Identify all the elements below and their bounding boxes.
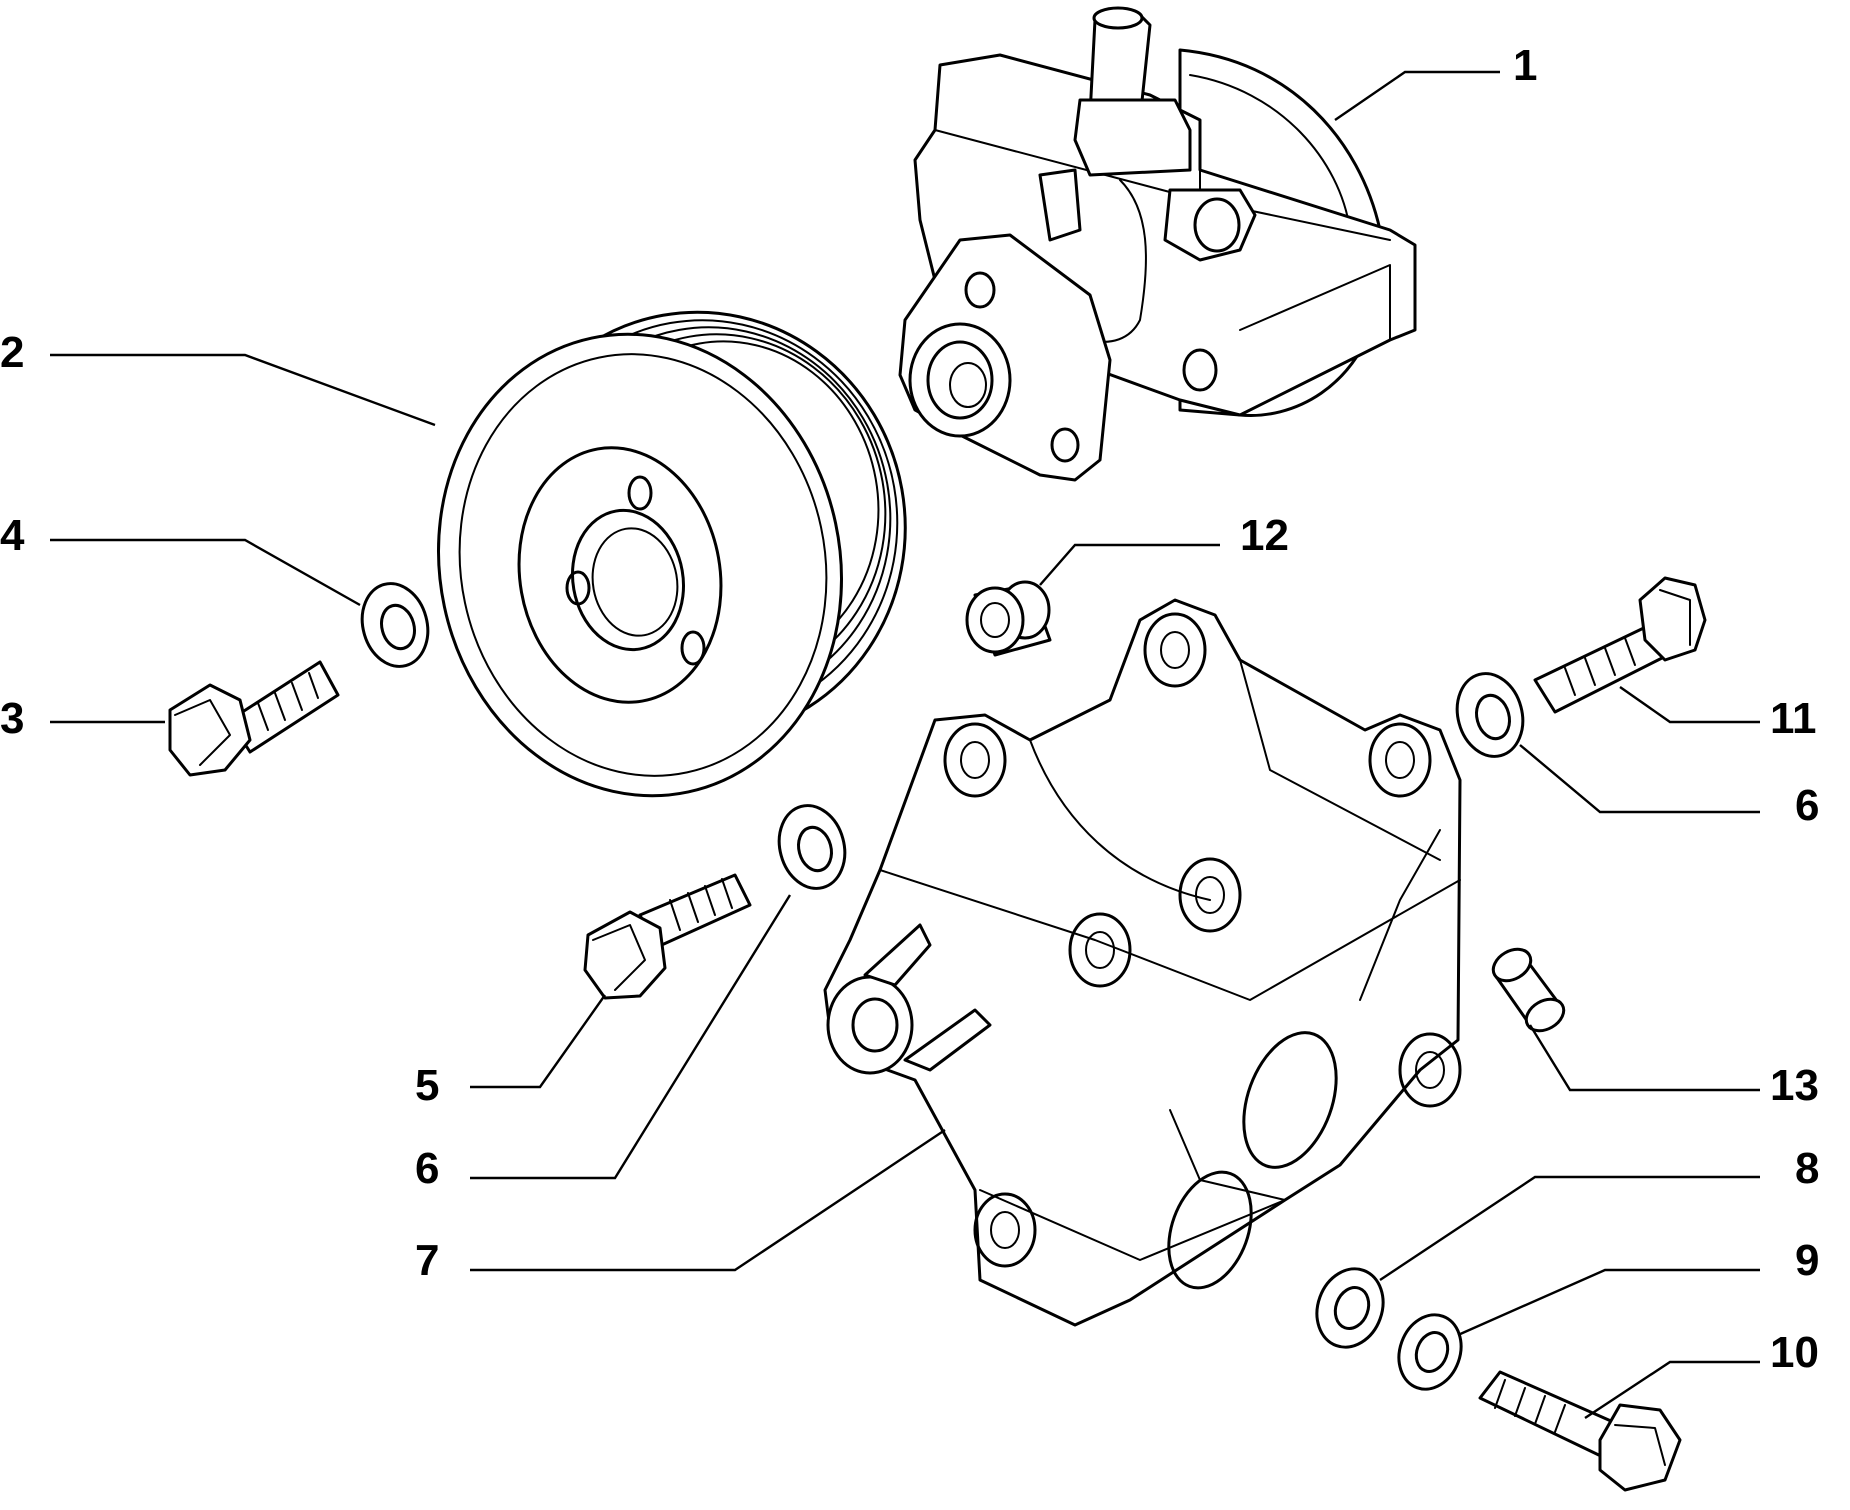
part-6-washer-right: [1455, 672, 1525, 758]
callout-12: 12: [1240, 511, 1289, 560]
leader-4: [50, 538, 361, 607]
leader-lines: [50, 70, 1760, 1420]
callout-3: 3: [0, 694, 24, 743]
leader-5: [470, 994, 606, 1089]
part-10-bolt: [1478, 1370, 1682, 1492]
leader-12: [1039, 543, 1220, 586]
callout-10: 10: [1770, 1328, 1819, 1377]
leader-9: [1457, 1268, 1760, 1337]
part-2-pulley: [437, 310, 907, 798]
part-5-bolt: [583, 873, 752, 1000]
callout-7: 7: [415, 1236, 439, 1285]
callout-4: 4: [0, 511, 25, 560]
part-11-bolt: [1533, 576, 1707, 714]
part-8-washer: [1315, 1267, 1385, 1349]
leader-8: [1379, 1175, 1760, 1281]
callout-6-right: 6: [1795, 781, 1819, 830]
leader-10: [1584, 1360, 1760, 1420]
leader-11: [1619, 686, 1760, 724]
leader-1: [1334, 70, 1500, 121]
callout-6-left: 6: [415, 1144, 439, 1193]
part-1-steering-pump: [898, 6, 1417, 482]
part-7-bracket: [823, 598, 1462, 1327]
callout-2: 2: [0, 328, 24, 377]
part-13-sleeve: [1491, 947, 1566, 1033]
leader-13: [1528, 1024, 1760, 1092]
part-4-washer: [360, 582, 430, 668]
callout-11: 11: [1770, 694, 1817, 743]
leader-7: [470, 1129, 946, 1272]
part-9-washer: [1397, 1313, 1463, 1391]
leader-2: [50, 353, 436, 427]
part-12-bushing: [965, 580, 1052, 657]
callout-13: 13: [1770, 1061, 1819, 1110]
callout-labels: 1 2 4 3 5 6 7 12 11 6 13 8 9 10: [0, 41, 1819, 1377]
part-6-washer-left: [777, 804, 847, 890]
callout-5: 5: [415, 1061, 439, 1110]
callout-1: 1: [1513, 41, 1537, 90]
leader-6a: [470, 894, 792, 1180]
callout-9: 9: [1795, 1236, 1819, 1285]
leader-6b: [1519, 744, 1760, 814]
callout-8: 8: [1795, 1144, 1819, 1193]
part-3-bolt: [168, 660, 340, 777]
